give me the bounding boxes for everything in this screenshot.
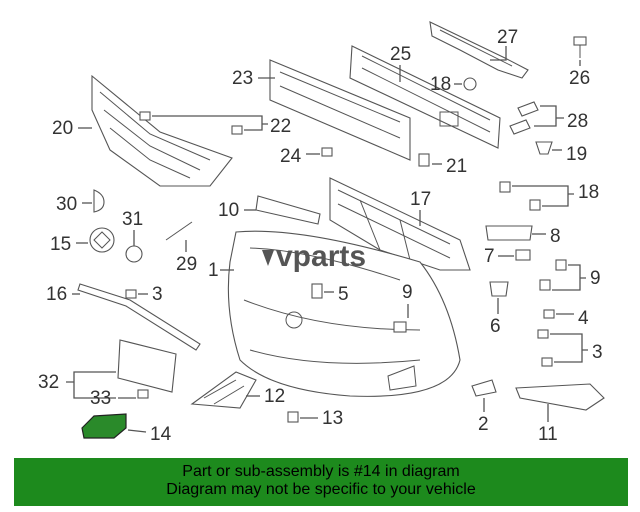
watermark-text: vparts xyxy=(276,240,366,273)
callout-26: 26 xyxy=(569,68,590,89)
callout-5: 5 xyxy=(338,284,349,305)
part-6-clip xyxy=(489,281,509,297)
callout-14: 14 xyxy=(150,424,172,445)
part-31-sensor xyxy=(125,245,143,263)
callout-13: 13 xyxy=(322,408,343,429)
callout-18a: 18 xyxy=(430,74,451,95)
part-10-bracket xyxy=(255,195,321,225)
callout-15: 15 xyxy=(50,234,71,255)
callout-22: 22 xyxy=(270,116,291,137)
callout-30: 30 xyxy=(56,194,77,215)
part-18-clips-right xyxy=(499,181,541,211)
callout-24: 24 xyxy=(280,146,302,167)
callout-2: 2 xyxy=(478,414,489,435)
callout-28: 28 xyxy=(567,111,588,132)
callout-11: 11 xyxy=(538,424,558,445)
callout-9b: 9 xyxy=(402,282,413,303)
part-32-license-bracket xyxy=(117,339,177,393)
info-banner: Part or sub-assembly is #14 in diagram D… xyxy=(14,458,628,506)
callout-33: 33 xyxy=(90,388,111,409)
part-15-emblem xyxy=(89,227,115,253)
callout-10: 10 xyxy=(218,200,239,221)
callout-9a: 9 xyxy=(590,268,601,289)
part-14-highlighted xyxy=(81,413,127,439)
banner-line-1: Part or sub-assembly is #14 in diagram xyxy=(182,463,460,480)
part-26-bolt xyxy=(573,36,587,58)
part-1-front-bumper xyxy=(227,230,461,397)
part-16-molding xyxy=(77,283,201,351)
part-29-wire xyxy=(165,221,193,241)
callout-17: 17 xyxy=(410,189,431,210)
part-30-cover xyxy=(93,189,105,213)
callout-23: 23 xyxy=(232,68,253,89)
part-5-clip xyxy=(311,283,323,299)
part-8-bracket xyxy=(485,225,533,241)
part-7-clip xyxy=(515,249,531,261)
part-19-clip xyxy=(535,141,553,155)
part-11-bracket xyxy=(515,383,605,411)
part-22-bolts xyxy=(139,111,243,135)
callout-32: 32 xyxy=(38,372,59,393)
callout-18b: 18 xyxy=(578,182,599,203)
part-18-clip-top xyxy=(463,77,477,91)
callout-6: 6 xyxy=(490,316,501,337)
callout-19: 19 xyxy=(566,144,587,165)
callout-20: 20 xyxy=(52,118,73,139)
part-3-bolts-right xyxy=(537,329,553,367)
part-2-plug xyxy=(471,379,497,397)
part-25-reinforcement xyxy=(349,45,501,149)
callout-7: 7 xyxy=(484,246,495,267)
callout-3a: 3 xyxy=(152,284,163,305)
banner-line-2: Diagram may not be specific to your vehi… xyxy=(166,481,476,498)
part-23-absorber xyxy=(269,59,411,161)
callout-25: 25 xyxy=(390,44,411,65)
callout-16: 16 xyxy=(46,284,67,305)
part-9-bolt-center xyxy=(393,321,407,333)
callout-12: 12 xyxy=(264,386,285,407)
callout-31: 31 xyxy=(122,209,143,230)
part-33-bolt xyxy=(137,389,149,399)
part-24-bolt xyxy=(321,147,333,157)
part-28-clips xyxy=(509,101,539,135)
watermark-logo: vparts xyxy=(262,240,366,273)
part-13-bolt xyxy=(287,411,299,423)
part-17-grille xyxy=(329,177,471,271)
callout-8: 8 xyxy=(550,226,561,247)
callout-21: 21 xyxy=(446,156,467,177)
part-4-bolt xyxy=(543,309,555,319)
part-20-grille-frame xyxy=(91,74,233,187)
part-21-bolt xyxy=(418,153,430,167)
part-12-lower-grille xyxy=(190,371,257,409)
part-3-bolt-left xyxy=(125,289,137,299)
callout-4: 4 xyxy=(578,308,589,329)
callout-3b: 3 xyxy=(592,342,603,363)
callout-27: 27 xyxy=(497,27,518,48)
callout-1: 1 xyxy=(208,260,219,281)
part-9-bolts-right xyxy=(539,259,567,291)
callout-29: 29 xyxy=(176,254,197,275)
parts-diagram: 27 26 25 23 18 28 19 20 xyxy=(38,21,605,445)
